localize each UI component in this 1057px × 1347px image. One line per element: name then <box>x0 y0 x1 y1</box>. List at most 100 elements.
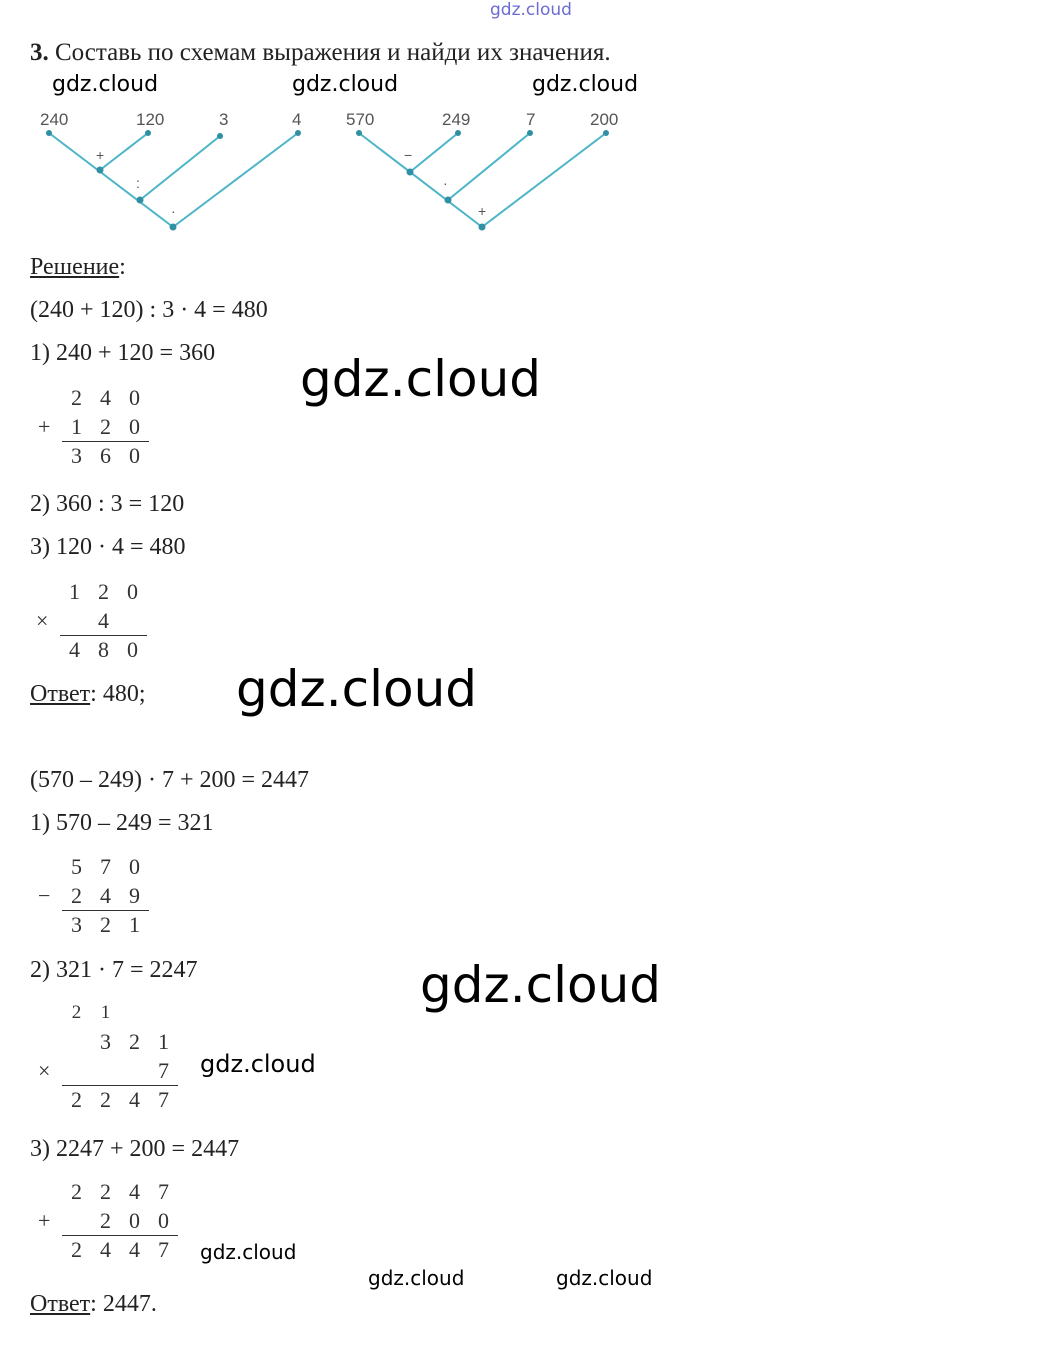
op-sign: − <box>38 883 51 908</box>
answer-2: Ответ: 2447. <box>30 1290 157 1318</box>
digit: 7 <box>149 1235 178 1264</box>
watermark: gdz.cloud <box>200 1240 297 1264</box>
solution-label: Решение: <box>30 254 126 280</box>
step: 3) 120 · 4 = 480 <box>30 534 186 560</box>
digit: 1 <box>71 414 82 439</box>
expression-schemes: 240 120 3 4 + : · 570 249 7 200 − · + <box>40 110 618 231</box>
scheme2-op: + <box>478 203 486 219</box>
answer-1: Ответ: 480; <box>30 680 146 708</box>
digit: 0 <box>129 854 140 879</box>
digit: 2 <box>129 1029 140 1054</box>
op-sign: + <box>38 1208 51 1233</box>
scheme1-number: 240 <box>40 110 68 129</box>
watermark: gdz.cloud <box>236 660 478 718</box>
step: 1) 570 – 249 = 321 <box>30 810 214 836</box>
solution-label-text: Решение <box>30 254 120 280</box>
digit: 1 <box>158 1029 169 1054</box>
digit: 4 <box>91 1235 120 1264</box>
digit: 7 <box>149 1085 178 1114</box>
digit <box>62 1056 91 1085</box>
scheme1-number: 120 <box>136 110 164 129</box>
digit: 0 <box>129 385 140 410</box>
step: 2) 360 : 3 = 120 <box>30 491 185 517</box>
digit: 0 <box>120 441 149 470</box>
task-number: 3. <box>30 39 49 66</box>
watermark: gdz.cloud <box>292 72 399 97</box>
watermark: gdz.cloud <box>420 956 662 1014</box>
digit: 0 <box>129 414 140 439</box>
watermark: gdz.cloud <box>532 72 639 97</box>
digit: 1 <box>120 910 149 939</box>
scheme2-op: · <box>443 175 448 191</box>
watermark: gdz.cloud <box>200 1050 316 1078</box>
scheme1-number: 3 <box>219 110 228 129</box>
carry-digit: 1 <box>100 1002 111 1023</box>
expression-1: (240 + 120) : 3 · 4 = 480 <box>30 297 268 323</box>
scheme-nodes <box>46 130 609 231</box>
digit: 7 <box>158 1058 169 1083</box>
digit: 2 <box>62 1085 91 1114</box>
digit <box>60 606 89 635</box>
task-text: Составь по схемам выражения и найди их з… <box>55 39 611 66</box>
digit: 2 <box>98 579 109 604</box>
digit: 2 <box>71 385 82 410</box>
digit <box>120 1056 149 1085</box>
digit: 6 <box>91 441 120 470</box>
answer-value: : 2447. <box>90 1291 157 1317</box>
scheme2-number: 7 <box>526 110 535 129</box>
scheme2-op: − <box>404 147 412 163</box>
digit: 3 <box>62 910 91 939</box>
digit: 2 <box>71 883 82 908</box>
step: 3) 2247 + 200 = 2447 <box>30 1136 240 1162</box>
scheme1-op: + <box>96 147 104 163</box>
digit: 3 <box>100 1029 111 1054</box>
watermark: gdz.cloud <box>556 1266 653 1290</box>
answer-label: Ответ <box>30 1291 91 1317</box>
digit: 4 <box>98 608 109 633</box>
digit: 2 <box>100 414 111 439</box>
task-heading: 3. Составь по схемам выражения и найди и… <box>30 38 611 68</box>
digit: 4 <box>60 635 89 664</box>
carry-digit: 2 <box>71 1002 82 1023</box>
watermark: gdz.cloud <box>52 72 159 97</box>
digit: 4 <box>129 1179 140 1204</box>
digit: 4 <box>100 385 111 410</box>
op-sign: + <box>38 414 51 439</box>
digit: 1 <box>69 579 80 604</box>
digit: 2 <box>71 1179 82 1204</box>
digit <box>118 606 147 635</box>
digit: 0 <box>129 1208 140 1233</box>
step: 2) 321 · 7 = 2247 <box>30 957 198 983</box>
digit: 2 <box>100 1208 111 1233</box>
expression-2: (570 – 249) · 7 + 200 = 2447 <box>30 767 310 793</box>
scheme2-number: 200 <box>590 110 618 129</box>
watermark: gdz.cloud <box>368 1266 465 1290</box>
digit: 2 <box>91 910 120 939</box>
step: 1) 240 + 120 = 360 <box>30 340 216 366</box>
digit: 2 <box>100 1179 111 1204</box>
answer-label: Ответ <box>30 681 91 707</box>
digit: 5 <box>71 854 82 879</box>
digit: 8 <box>89 635 118 664</box>
digit <box>62 1027 91 1056</box>
digit: 0 <box>127 579 138 604</box>
scheme1-op: · <box>171 203 176 219</box>
digit: 0 <box>158 1208 169 1233</box>
scheme-lines <box>48 132 607 228</box>
answer-value: : 480; <box>90 681 146 707</box>
scheme2-number: 570 <box>346 110 374 129</box>
digit: 4 <box>100 883 111 908</box>
op-sign: × <box>38 1058 51 1083</box>
top-watermark: gdz.cloud <box>490 0 572 20</box>
scheme2-number: 249 <box>442 110 470 129</box>
digit: 3 <box>62 441 91 470</box>
digit: 9 <box>129 883 140 908</box>
digit: 4 <box>120 1235 149 1264</box>
scheme1-op: : <box>136 175 140 191</box>
scheme1-number: 4 <box>292 110 301 129</box>
